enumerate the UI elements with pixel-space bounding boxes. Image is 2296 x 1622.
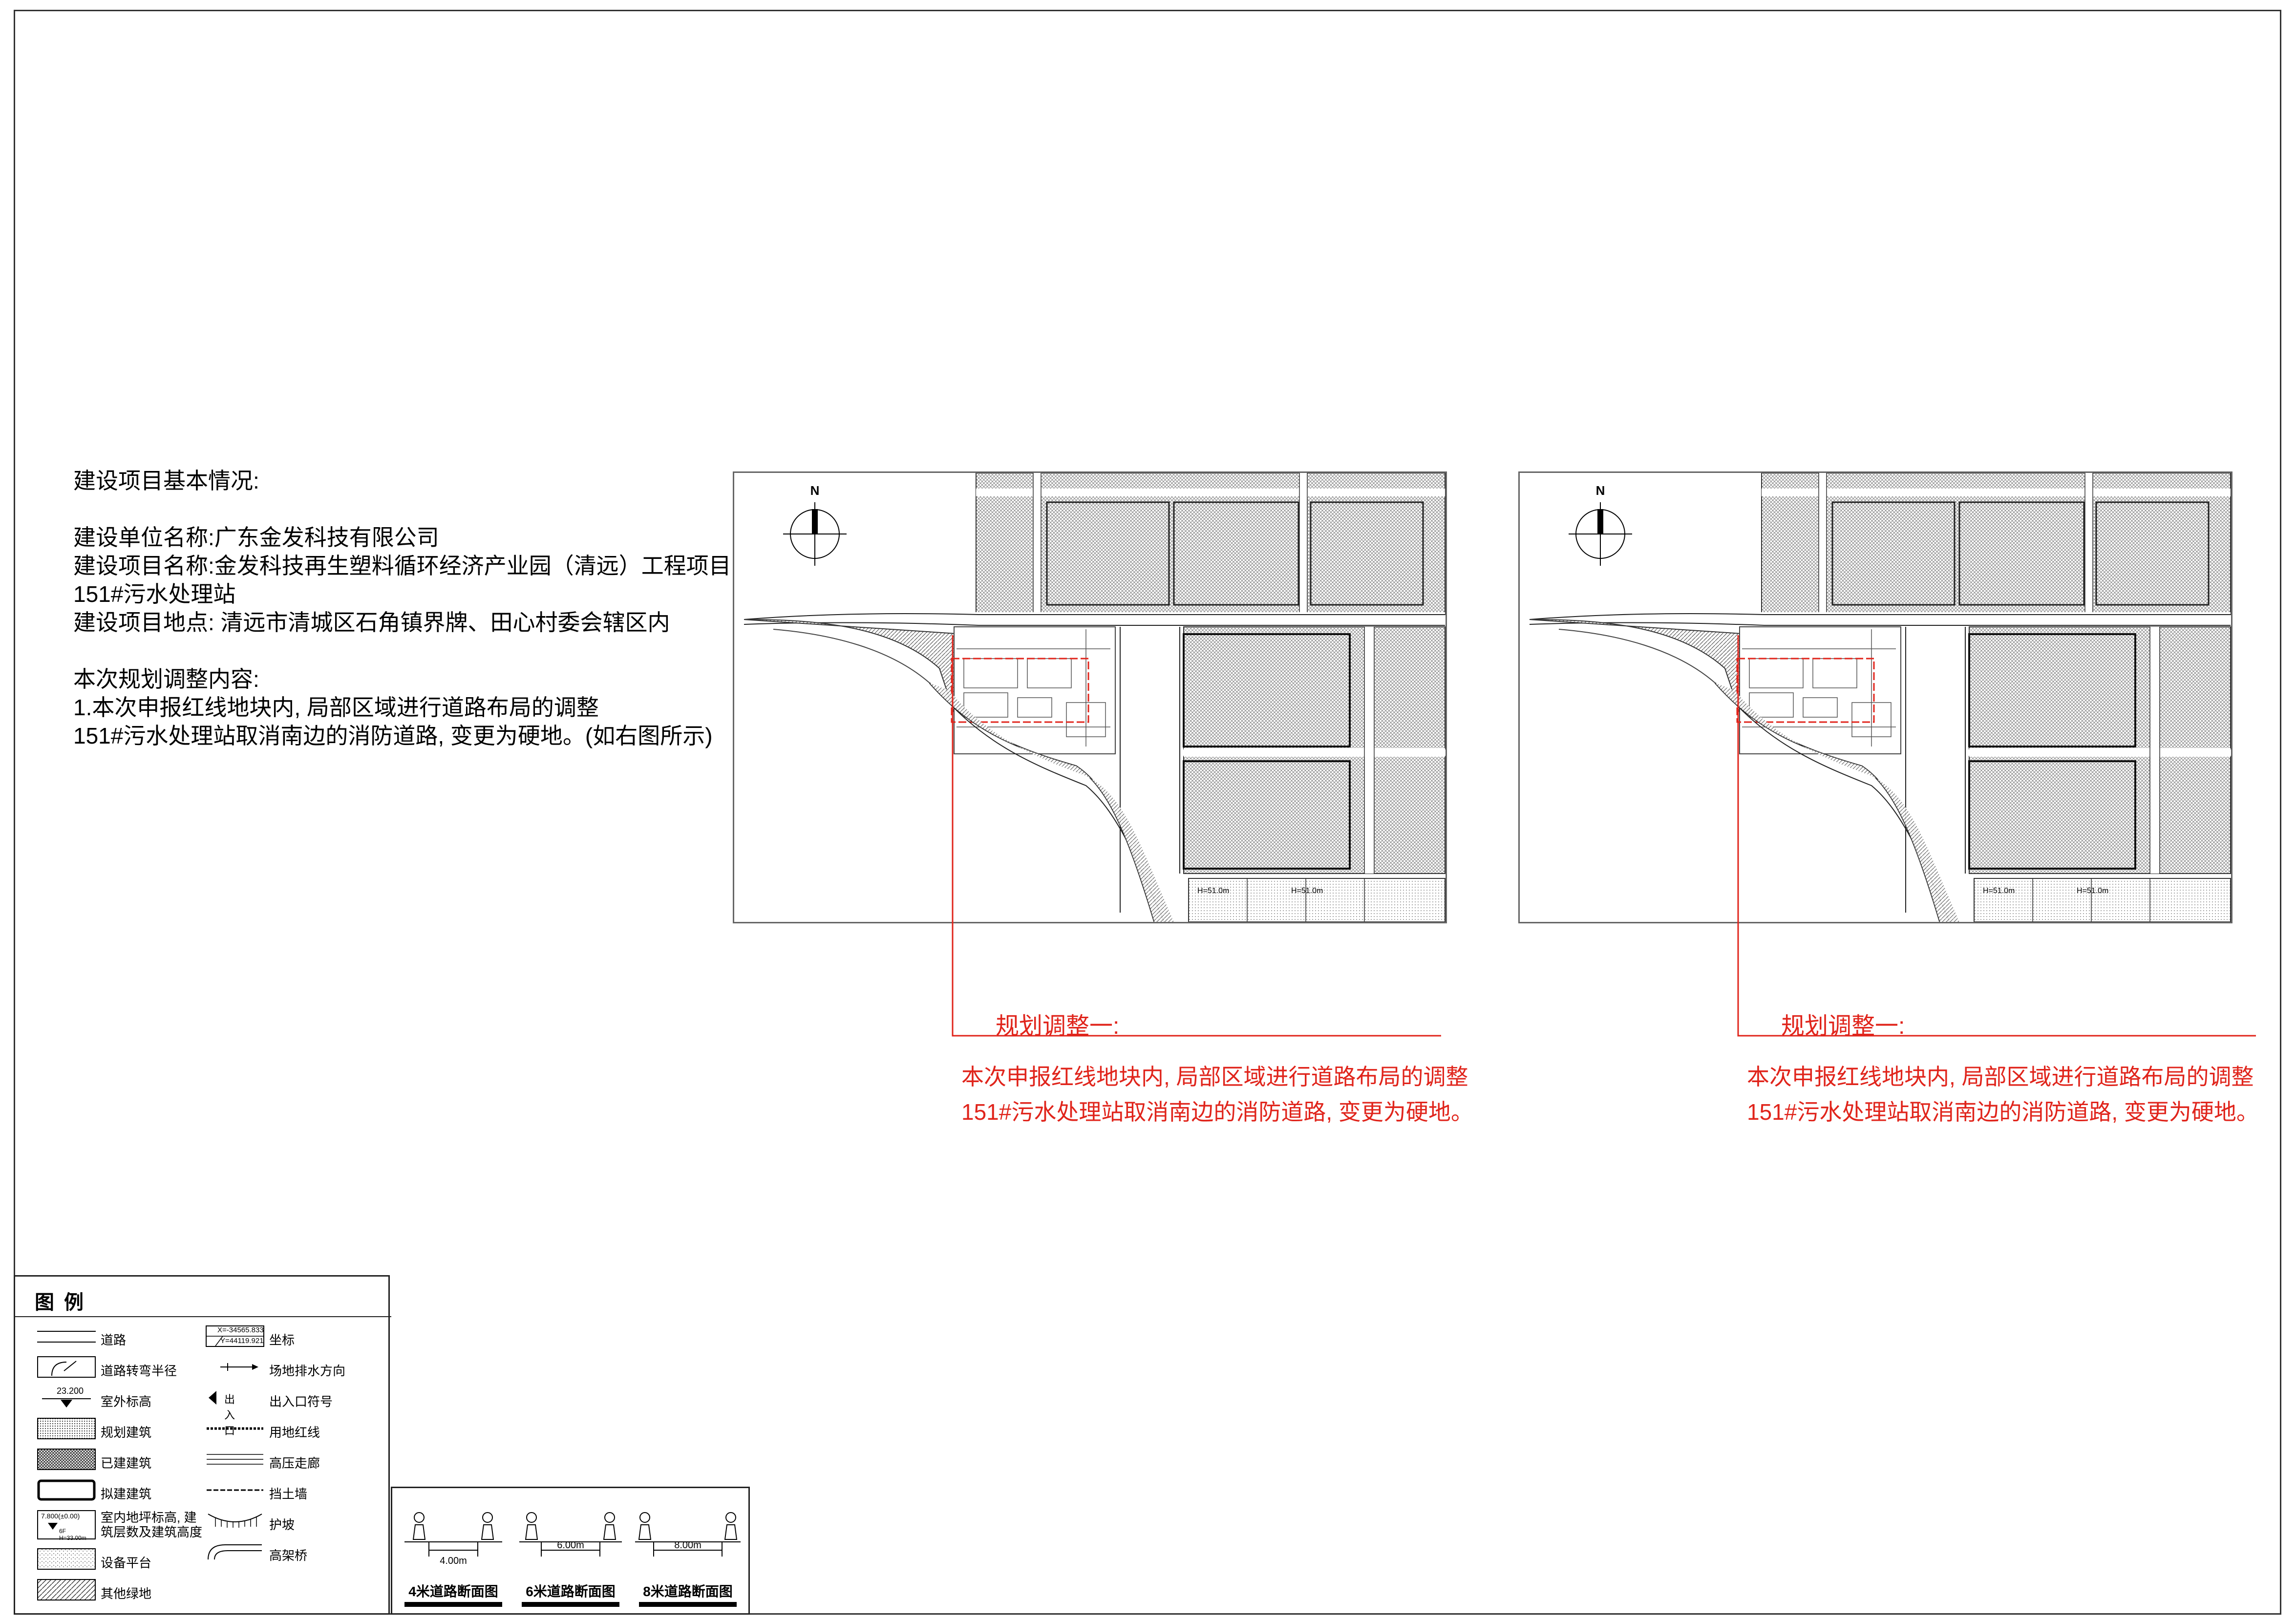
callout-line2: 151#污水处理站取消南边的消防道路, 变更为硬地。: [961, 1099, 1473, 1125]
callout-line2: 151#污水处理站取消南边的消防道路, 变更为硬地。: [1747, 1099, 2259, 1125]
svg-text:H=51.0m: H=51.0m: [1291, 887, 1323, 895]
adjustment-line1: 1.本次申报红线地块内, 局部区域进行道路布局的调整: [73, 695, 599, 720]
callout-text-2: 本次申报红线地块内, 局部区域进行道路布局的调整 151#污水处理站取消南边的消…: [1747, 1059, 2259, 1130]
callout-text-1: 本次申报红线地块内, 局部区域进行道路布局的调整 151#污水处理站取消南边的消…: [961, 1059, 1473, 1130]
section-underline: [639, 1602, 737, 1607]
project-location: 建设项目地点: 清远市清城区石角镇界牌、田心村委会辖区内: [73, 610, 670, 635]
section-underline: [522, 1602, 619, 1607]
svg-text:4.00m: 4.00m: [440, 1556, 467, 1566]
legend-divider: [15, 1316, 391, 1317]
drawing-frame: [14, 10, 2281, 1615]
svg-text:N: N: [1596, 483, 1605, 498]
svg-text:H=51.0m: H=51.0m: [2077, 887, 2108, 895]
project-name-line2: 151#污水处理站: [73, 581, 236, 607]
svg-text:N: N: [810, 483, 820, 498]
north-arrow-icon: [783, 502, 847, 566]
callout-lines-1: [952, 635, 1441, 1037]
callout-lines-2: [1737, 635, 2256, 1037]
road-section-4m: 4.00m 4米道路断面图: [400, 1495, 507, 1613]
road-sections-panel: 4.00m 4米道路断面图 6.00m 6米道路断面图 8.00m: [391, 1487, 750, 1615]
adjustment-line2: 151#污水处理站取消南边的消防道路, 变更为硬地。(如右图所示): [73, 723, 713, 748]
callout-line1: 本次申报红线地块内, 局部区域进行道路布局的调整: [1747, 1064, 2254, 1089]
callout-title-2: 规划调整一:: [1781, 1013, 1905, 1039]
section-label: 8米道路断面图: [643, 1584, 733, 1599]
road-section-8m: 8.00m 8米道路断面图: [634, 1495, 742, 1613]
site-plan-2: N H=51.0m H=51.0m: [1518, 471, 2232, 923]
svg-text:H=51.0m: H=51.0m: [1983, 887, 2015, 895]
construction-unit: 建设单位名称:广东金发科技有限公司: [73, 525, 439, 550]
callout-line1: 本次申报红线地块内, 局部区域进行道路布局的调整: [961, 1064, 1468, 1089]
adjustment-heading: 本次规划调整内容:: [73, 666, 259, 692]
section-underline: [404, 1602, 502, 1607]
project-info: 建设项目基本情况: 建设单位名称:广东金发科技有限公司 建设项目名称:金发科技再…: [73, 467, 731, 750]
legend-panel: 图例 道路 道路转弯半径 23.200 室外标高 规划建筑 已建建筑 拟建建筑 …: [14, 1275, 391, 1615]
callout-title-1: 规划调整一:: [996, 1013, 1120, 1039]
site-plan-1: N H=51.0m H=51.0m: [733, 471, 1447, 923]
legend-title: 图例: [35, 1292, 93, 1313]
svg-text:6.00m: 6.00m: [557, 1540, 584, 1551]
road-section-6m: 6.00m 6米道路断面图: [517, 1495, 624, 1613]
svg-text:H=51.0m: H=51.0m: [1197, 887, 1229, 895]
section-label: 4米道路断面图: [408, 1584, 498, 1599]
north-arrow-icon: [1569, 502, 1632, 566]
section-label: 6米道路断面图: [526, 1584, 616, 1599]
info-heading: 建设项目基本情况:: [73, 468, 259, 493]
project-name-line1: 建设项目名称:金发科技再生塑料循环经济产业园（清远）工程项目: [73, 553, 731, 578]
svg-text:8.00m: 8.00m: [674, 1540, 702, 1551]
